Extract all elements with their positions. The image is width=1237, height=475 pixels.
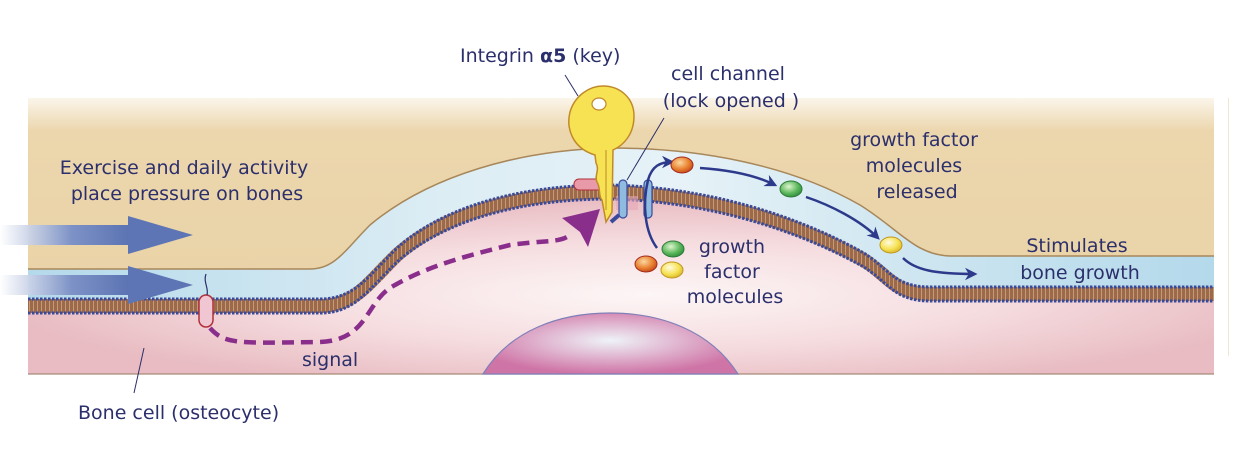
released-label: growth factor molecules released <box>850 129 984 203</box>
released-molecule-orange <box>670 156 694 174</box>
molecules-label: growth factor molecules <box>687 236 783 308</box>
internal-molecule-yellow <box>660 261 684 279</box>
released-molecule-yellow <box>879 236 903 254</box>
cytoplasm <box>28 198 1214 374</box>
nucleus <box>481 312 740 375</box>
right-border-rule <box>1228 98 1229 356</box>
release-arrow <box>643 155 675 249</box>
flow-arrow-1 <box>699 166 778 187</box>
pressure-arrow-upper <box>0 216 193 254</box>
integrin-leader-line <box>564 74 579 97</box>
signal-label: signal <box>302 349 358 371</box>
internal-molecule-green <box>661 240 685 258</box>
flow-arrow-2 <box>805 195 880 240</box>
internal-molecule-orange <box>634 255 658 273</box>
integrin-label: Integrin α5 (key) <box>460 45 620 67</box>
bone-cell-label: Bone cell (osteocyte) <box>78 402 279 424</box>
integrin-key-icon <box>568 85 635 225</box>
mechanosensor-protein <box>198 294 214 328</box>
released-molecule-green <box>779 180 803 198</box>
bone-cell-leader-line <box>133 347 145 394</box>
pressure-arrow-lower <box>0 266 193 304</box>
flow-arrow-3 <box>902 257 978 281</box>
channel-label: cell channel (lock opened ) <box>663 63 799 112</box>
primary-cilium <box>204 273 209 296</box>
exercise-label: Exercise and daily activity place pressu… <box>60 157 315 205</box>
stimulates-label: Stimulates bone growth <box>1020 235 1140 284</box>
signal-arrowhead <box>562 209 600 247</box>
channel-leader-line <box>626 117 665 181</box>
